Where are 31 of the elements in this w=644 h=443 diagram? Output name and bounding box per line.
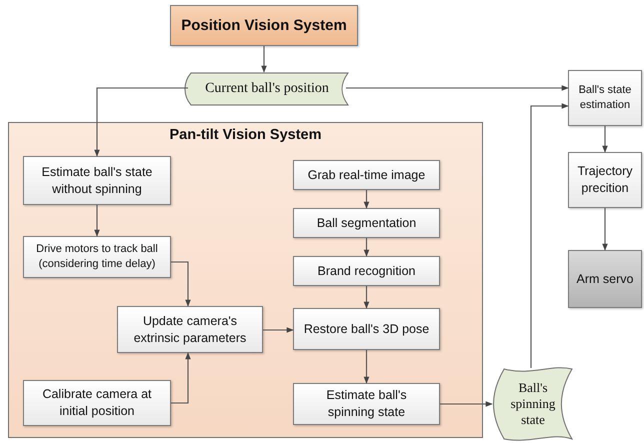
process-box: Estimate ball's spinning state [293, 383, 440, 425]
system-box: Position Vision System [170, 5, 358, 46]
process-box: Brand recognition [293, 256, 440, 286]
arrow [364, 238, 370, 257]
arrow [171, 261, 191, 307]
arrow [602, 208, 608, 251]
process-box: Restore ball's 3D pose [293, 308, 440, 350]
arrow [261, 46, 267, 73]
process-box: Arm servo [568, 250, 642, 308]
arrow [364, 350, 370, 384]
arrow [94, 87, 188, 157]
arrow [94, 205, 100, 237]
process-box: Update camera's extrinsic parameters [117, 306, 263, 353]
process-box: Ball segmentation [293, 208, 440, 238]
arrow [440, 401, 493, 407]
data-banner: Current ball's position [185, 72, 349, 106]
arrow [346, 85, 569, 91]
process-box: Estimate ball's state without spinning [23, 156, 171, 205]
arrow [530, 103, 569, 368]
arrow [263, 327, 294, 333]
process-box: Ball's state estimation [568, 70, 642, 126]
arrow [602, 126, 608, 153]
arrow [171, 352, 191, 404]
process-box: Trajectory precition [568, 152, 642, 208]
system-container [8, 122, 483, 438]
arrow [364, 286, 370, 309]
arrow [364, 190, 370, 209]
process-box: Grab real-time image [293, 160, 440, 190]
process-box: Calibrate camera at initial position [23, 380, 171, 426]
container-title: Pan-tilt Vision System [169, 127, 322, 143]
process-box: Drive motors to track ball (considering time delay) [23, 236, 171, 278]
